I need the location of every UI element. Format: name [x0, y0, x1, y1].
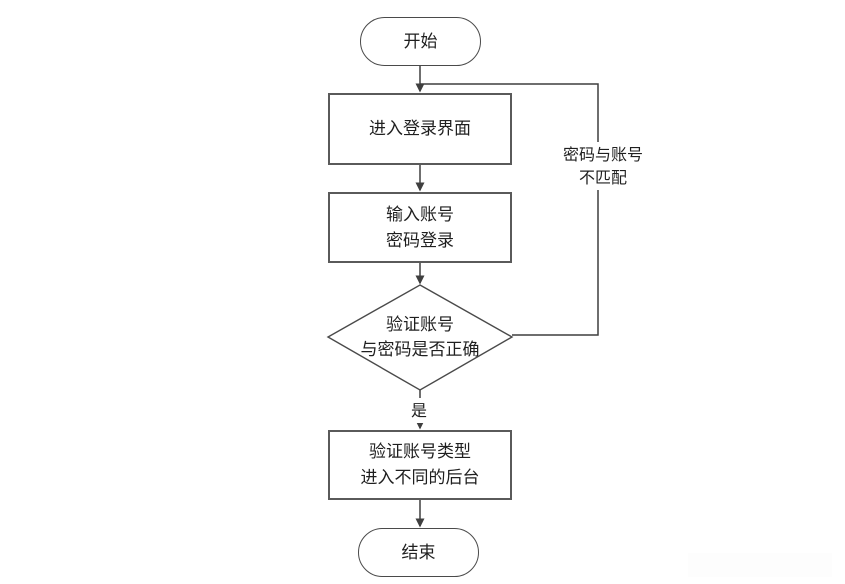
node-enter-login: 进入登录界面 [328, 93, 512, 165]
node-decision-line1: 验证账号 [386, 315, 454, 335]
node-decision-shape [326, 284, 514, 391]
node-verify-account-type-line2: 进入不同的后台 [360, 468, 480, 488]
node-end-label: 结束 [401, 542, 436, 563]
node-input-credentials-line2: 密码登录 [386, 230, 454, 251]
edge-label-no: 密码与账号 不匹配 [550, 142, 656, 190]
edge-label-no-line2: 不匹配 [578, 168, 627, 187]
node-decision-line2: 与密码是否正确 [360, 340, 480, 360]
node-start: 开始 [360, 17, 481, 66]
edge-label-no-line1: 密码与账号 [562, 145, 643, 164]
node-verify-account-type: 验证账号类型 进入不同的后台 [328, 430, 512, 500]
node-verify-account-type-line1: 验证账号类型 [369, 442, 471, 462]
node-input-credentials-line1: 输入账号 [386, 204, 454, 225]
node-enter-login-label: 进入登录界面 [369, 119, 471, 139]
watermark-remnant [688, 553, 832, 577]
node-decision-label: 验证账号 与密码是否正确 [330, 312, 510, 364]
edge-label-yes: 是 [408, 398, 431, 423]
node-end: 结束 [358, 528, 479, 577]
node-input-credentials: 输入账号 密码登录 [328, 192, 512, 263]
node-start-label: 开始 [403, 31, 438, 52]
edge-no-feedback-loop [420, 83, 599, 336]
